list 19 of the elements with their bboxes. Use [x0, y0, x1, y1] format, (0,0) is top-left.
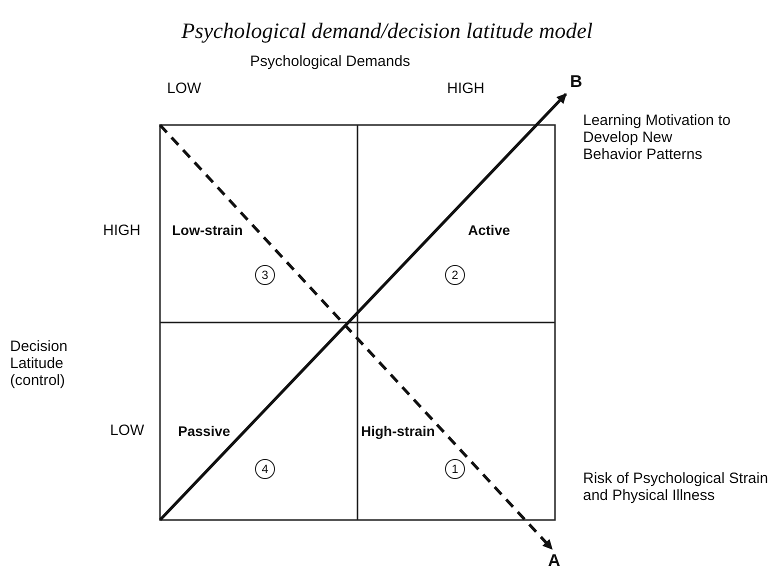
end-label: B: [570, 72, 582, 92]
diagram-title: Psychological demand/decision latitude model: [180, 18, 594, 44]
axis-label: HIGH: [103, 222, 140, 239]
circled-number: 2: [445, 265, 465, 285]
axis-label: Decision Latitude (control): [10, 338, 69, 389]
circled-number: 1: [445, 459, 465, 479]
quadrant-label: Active: [468, 222, 510, 238]
quadrant-label: High-strain: [361, 423, 435, 439]
axis-label: Psychological Demands: [250, 53, 410, 70]
quadrant-label: Passive: [178, 423, 230, 439]
axis-label: HIGH: [447, 80, 484, 97]
axis-label: LOW: [110, 422, 144, 439]
axis-label: Risk of Psychological Strain and Physical Illness: [583, 470, 770, 504]
outcome-note: Learning Motivation to Develop New Behavior Patterns: [583, 112, 732, 163]
quadrant-label: Low-strain: [172, 222, 243, 238]
end-label: A: [548, 551, 560, 571]
circled-number: 4: [255, 459, 275, 479]
axis-label: LOW: [167, 80, 202, 97]
circled-number: 3: [255, 265, 275, 285]
